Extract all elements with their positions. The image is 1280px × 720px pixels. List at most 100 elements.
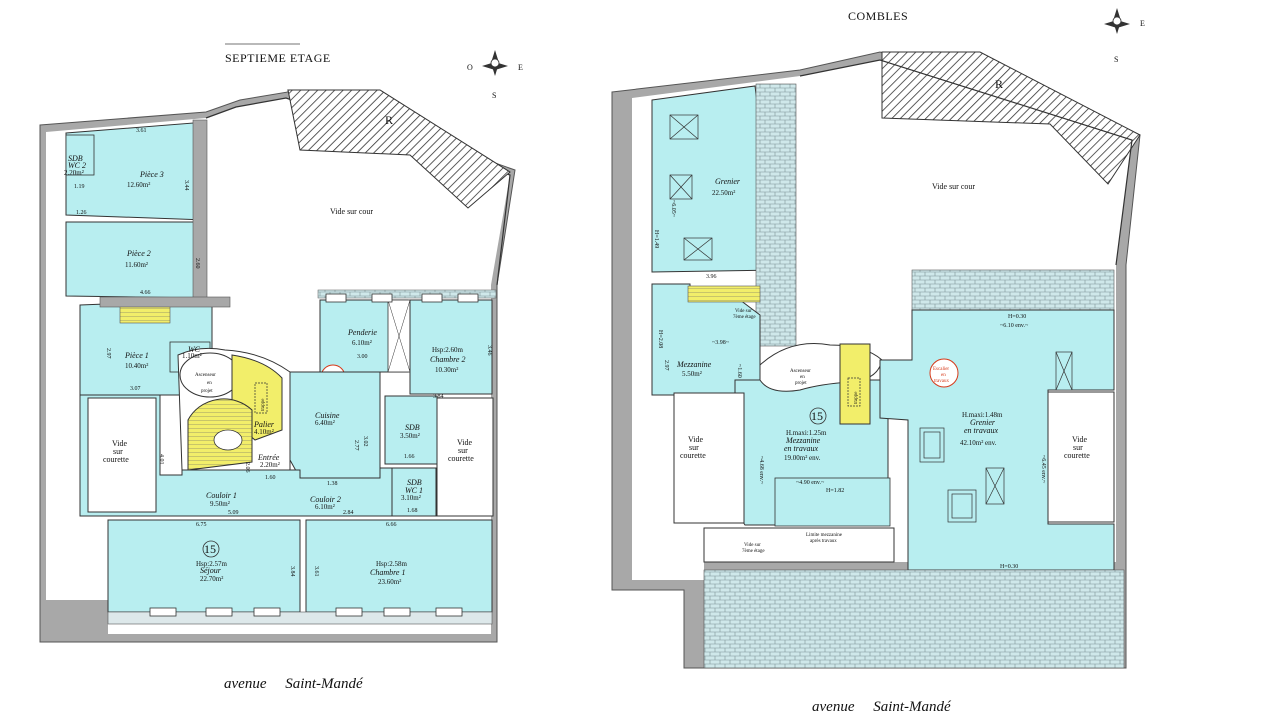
area-sdb: 3.50m² xyxy=(400,432,420,440)
lot-number-combles: 15 xyxy=(811,409,823,423)
dim-c-6-10: ~6.10 env.~ xyxy=(1000,323,1029,329)
room-sdb-wc2 xyxy=(65,134,95,176)
dim-c-4-90: ~4.90 env.~ xyxy=(796,480,825,486)
stair-small xyxy=(119,304,171,324)
dim-1-19: 1.19 xyxy=(74,184,85,190)
dim-c-6-05: ~6.05~ xyxy=(670,200,676,218)
trappe-7 xyxy=(254,382,268,414)
vide-courette-right-7 xyxy=(436,397,494,517)
area-piece-1: 10.40m² xyxy=(125,362,148,370)
vide-right-c-2: sur xyxy=(1073,443,1083,452)
label-piece-1: Pièce 1 xyxy=(124,351,149,360)
room-sdb-wc1 xyxy=(391,467,437,517)
room-couloir xyxy=(79,394,393,517)
label-grenier-travaux-1: Grenier xyxy=(970,418,996,427)
dim-1-38: 1.38 xyxy=(327,481,338,487)
room-sejour xyxy=(107,519,301,613)
dim-c-3-98: ~3.98~ xyxy=(712,340,730,346)
dim-c-3-96: 3.96 xyxy=(706,274,717,280)
hsp-chambre-2: Hsp:2.60m xyxy=(432,346,463,354)
compass-south-label: S xyxy=(492,91,496,100)
dim-1-66: 1.66 xyxy=(404,454,415,460)
dim-5-09: 5.09 xyxy=(228,510,239,516)
room-chambre-2 xyxy=(409,299,493,395)
combles-roof-mark: R xyxy=(995,77,1004,91)
vide-etage-label-2: 7ème étage xyxy=(733,315,756,320)
hsp-sejour: Hsp:2.57m xyxy=(196,560,227,568)
dim-c-h030a: H=0.30 xyxy=(1008,314,1026,320)
vide-left-c-2: sur xyxy=(689,443,699,452)
dim-1-60: 1.60 xyxy=(265,475,276,481)
dim-3-84-a: 3.84 xyxy=(433,394,444,400)
limite-mezz-2: après travaux xyxy=(810,539,837,544)
vide-left-7-2: sur xyxy=(113,447,123,456)
dim-3-46: 3.46 xyxy=(486,345,492,356)
street-name-combles: avenue Saint-Mandé xyxy=(812,699,952,715)
dim-3-84-b: 3.84 xyxy=(289,566,295,577)
combles-ascenseur-3: projet xyxy=(795,381,807,386)
combles-plan: COMBLES E S R Vide sur cour Grenier 22.5… xyxy=(611,8,1145,715)
combles-escalier-3: travaux xyxy=(934,379,949,384)
street-name-7: avenue Saint-Mandé xyxy=(224,676,364,692)
label-mezzanine: Mezzanine xyxy=(676,360,712,369)
vide-right-c-3: courette xyxy=(1064,451,1090,460)
vide-right-c-1: Vide xyxy=(1072,435,1088,444)
tile-strip-combles xyxy=(755,83,797,347)
combles-escalier-2: en xyxy=(941,373,946,378)
label-couloir-1: Couloir 1 xyxy=(206,491,237,500)
tile-strip-right xyxy=(911,269,1115,311)
hmax-mezz-travaux: H.maxi:1.25m xyxy=(786,429,827,437)
dim-4-66: 4.66 xyxy=(140,290,151,296)
label-grenier-travaux-2: en travaux xyxy=(964,426,998,435)
escalier-travaux-combles xyxy=(929,358,959,388)
dim-c-h149: H=1.49 xyxy=(653,230,659,248)
vide-courette-left-7 xyxy=(87,397,157,513)
dim-3-61-b: 3.61 xyxy=(313,566,319,577)
compass-south-label-2: S xyxy=(1114,55,1118,64)
label-mezz-travaux-2: en travaux xyxy=(784,444,818,453)
room-cuisine xyxy=(289,371,381,479)
label-grenier: Grenier xyxy=(715,177,741,186)
dim-1-68: 1.68 xyxy=(407,508,418,514)
label-wc: WC xyxy=(188,345,201,354)
label-chambre-1: Chambre 1 xyxy=(370,568,405,577)
vide-courette-right-combles xyxy=(1047,391,1115,523)
combles-escalier-1: Escalier xyxy=(933,367,949,372)
vide-right-7-1: Vide xyxy=(457,438,473,447)
compass-west-label: O xyxy=(467,63,473,72)
area-palier: 4.10m² xyxy=(254,428,274,436)
dim-4-01: 4.01 xyxy=(158,454,164,465)
area-entree: 2.20m² xyxy=(260,461,280,469)
area-grenier-travaux: 42.10m² env. xyxy=(960,439,997,447)
area-couloir-1: 9.50m² xyxy=(210,500,230,508)
dim-c-h182: H=1.82 xyxy=(826,488,844,494)
dim-2-97: 2.97 xyxy=(105,348,111,359)
vide-right-7-3: courette xyxy=(448,454,474,463)
dim-c-2-97: 2.97 xyxy=(663,360,669,371)
area-piece-3: 12.60m² xyxy=(127,181,150,189)
label-sdb-wc2-b: WC 2 xyxy=(68,161,86,170)
label-sejour: Séjour xyxy=(200,566,222,575)
room-chambre-1 xyxy=(305,519,493,613)
dim-3-61: 3.61 xyxy=(136,128,147,134)
combles-palier xyxy=(839,343,871,425)
vide-right-7-2: sur xyxy=(458,446,468,455)
vide-left-7-1: Vide xyxy=(112,439,128,448)
label-entree: Entrée xyxy=(257,453,280,462)
combles-ascenseur-1: Ascenseur xyxy=(790,369,811,374)
dim-c-1-60: ~1.60 xyxy=(736,364,742,378)
ascenseur-label-3: projet xyxy=(201,389,213,394)
dim-c-h030b: H=0.30 xyxy=(1000,564,1018,570)
dim-6-66: 6.66 xyxy=(386,522,397,528)
compass-combles: E S xyxy=(1104,8,1145,64)
dim-c-h208: H=2.08 xyxy=(657,330,663,348)
dim-3-00: 3.00 xyxy=(357,354,368,360)
hsp-chambre-1: Hsp:2.58m xyxy=(376,560,407,568)
label-sdb-wc1-b: WC 1 xyxy=(405,486,423,495)
vide-left-7-3: courette xyxy=(103,455,129,464)
combles-ascenseur-2: en xyxy=(800,375,805,380)
dim-6-75: 6.75 xyxy=(196,522,207,528)
vide-etage-bottom-2: 7ème étage xyxy=(742,549,765,554)
dim-2-06: 2.06 xyxy=(244,462,250,473)
area-wc: 1.10m² xyxy=(182,352,202,360)
